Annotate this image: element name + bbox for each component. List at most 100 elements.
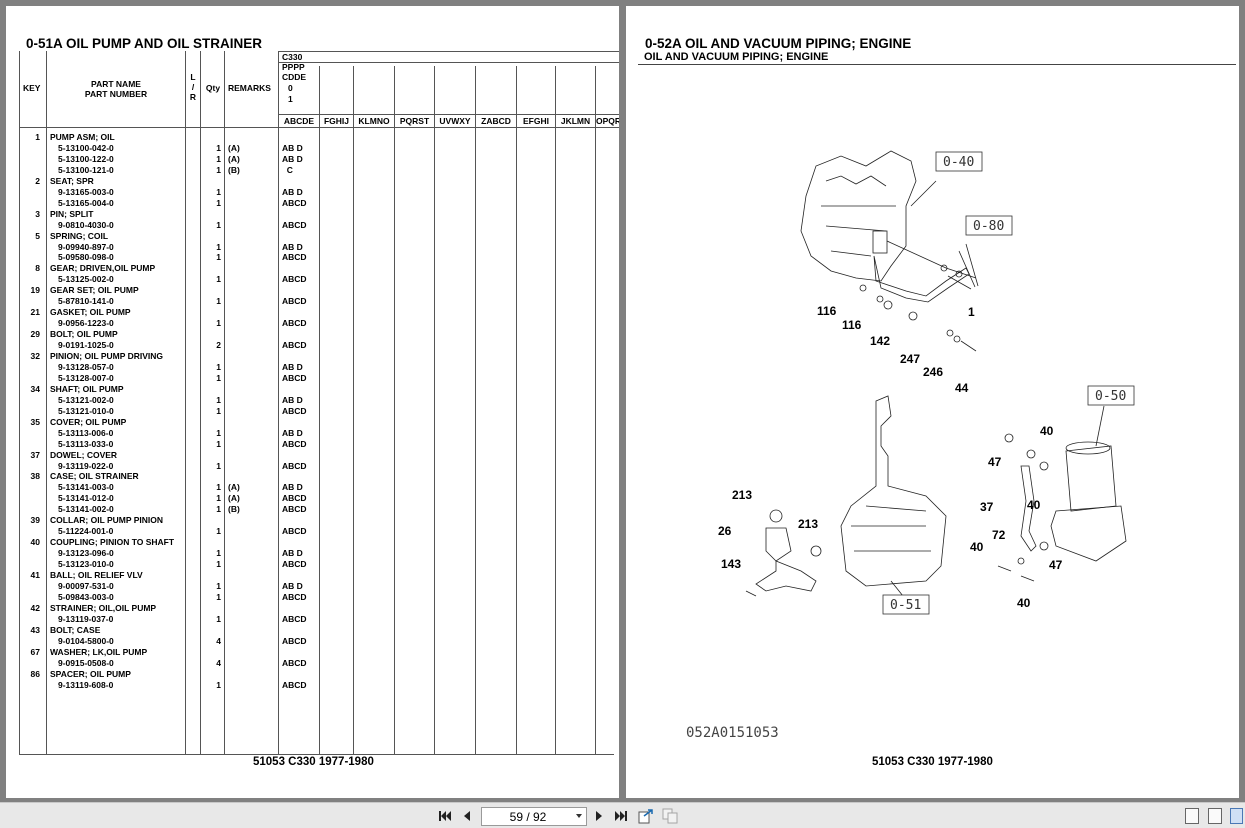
row-part-number: 9-0191-1025-0 bbox=[58, 340, 114, 351]
row-qty: 1 bbox=[216, 153, 221, 164]
row-part-number: 9-0104-5800-0 bbox=[58, 635, 114, 646]
ref-box-0-80: 0-80 bbox=[965, 215, 1013, 236]
row-part-name: COVER; OIL PUMP bbox=[50, 416, 127, 427]
row-qty: 1 bbox=[216, 438, 221, 449]
page-footer: 51053 C330 1977-1980 bbox=[872, 756, 993, 768]
row-key: 43 bbox=[30, 624, 40, 635]
row-part-name: DOWEL; COVER bbox=[50, 449, 118, 460]
row-key: 67 bbox=[30, 646, 40, 657]
callout-47b: 47 bbox=[1049, 558, 1063, 572]
row-applicability: ABCD bbox=[282, 318, 307, 329]
continuous-view-icon[interactable] bbox=[1208, 808, 1222, 824]
row-part-number: 5-13100-042-0 bbox=[58, 142, 114, 153]
page-title: 0-51A OIL PUMP AND OIL STRAINER bbox=[26, 36, 263, 51]
row-qty: 1 bbox=[216, 296, 221, 307]
header-qty: Qty bbox=[205, 83, 221, 93]
plug-213a bbox=[769, 509, 783, 523]
row-part-name: SEAT; SPR bbox=[50, 175, 94, 186]
row-key: 41 bbox=[30, 570, 40, 580]
row-qty: 1 bbox=[216, 142, 221, 153]
export-button[interactable] bbox=[637, 807, 655, 825]
oil-filter-base bbox=[1050, 505, 1127, 562]
washer-116a bbox=[859, 284, 867, 292]
oring-47a bbox=[1004, 433, 1014, 443]
row-applicability: AB D bbox=[282, 241, 303, 252]
header-col-8: OPQR bbox=[596, 116, 619, 126]
fitting-a bbox=[940, 264, 948, 272]
row-applicability: ABCD bbox=[282, 493, 307, 504]
row-part-number: 5-13128-007-0 bbox=[58, 372, 114, 383]
last-page-button[interactable] bbox=[612, 807, 630, 825]
row-qty: 1 bbox=[216, 164, 221, 175]
row-part-number: 9-09940-897-0 bbox=[58, 241, 114, 252]
row-qty: 1 bbox=[216, 493, 221, 504]
page-selector[interactable]: 59 / 92 bbox=[481, 807, 587, 826]
washer-246 bbox=[953, 335, 961, 343]
table-header-rule bbox=[19, 127, 619, 128]
row-qty: 1 bbox=[216, 613, 221, 624]
row-part-number: 5-13100-122-0 bbox=[58, 153, 114, 164]
row-key: 21 bbox=[30, 307, 40, 318]
pipe-143 bbox=[755, 560, 817, 592]
row-remarks: (A) bbox=[228, 493, 240, 504]
row-key: 3 bbox=[35, 208, 40, 219]
plug-body-26 bbox=[765, 527, 792, 562]
callout-246: 246 bbox=[923, 365, 943, 379]
header-col-2: KLMNO bbox=[358, 116, 390, 126]
row-qty: 1 bbox=[216, 197, 221, 208]
row-part-name: CASE; OIL STRAINER bbox=[50, 471, 139, 482]
row-qty: 1 bbox=[216, 482, 221, 493]
row-part-number: 5-13141-003-0 bbox=[58, 482, 114, 493]
row-qty: 1 bbox=[216, 274, 221, 285]
row-applicability: AB D bbox=[282, 580, 303, 591]
callout-40d: 40 bbox=[1017, 596, 1031, 610]
row-key: 2 bbox=[35, 175, 40, 186]
table-column-rule bbox=[185, 51, 186, 754]
row-part-name: WASHER; LK,OIL PUMP bbox=[50, 646, 148, 657]
engine-block-outline bbox=[800, 150, 917, 282]
table-code-rule bbox=[278, 114, 619, 115]
row-applicability: ABCD bbox=[282, 460, 307, 471]
callout-213a: 213 bbox=[732, 488, 752, 502]
ref-box-0-40: 0-40 bbox=[935, 151, 983, 172]
row-applicability: ABCD bbox=[282, 219, 307, 230]
header-col-0: ABCDE bbox=[283, 116, 315, 126]
callout-72: 72 bbox=[992, 528, 1006, 542]
row-part-number: 5-09843-003-0 bbox=[58, 591, 114, 602]
next-page-button[interactable] bbox=[590, 807, 608, 825]
row-applicability: ABCD bbox=[282, 559, 307, 570]
row-applicability: AB D bbox=[282, 482, 303, 493]
two-page-view-icon[interactable] bbox=[1230, 808, 1243, 824]
callout-44: 44 bbox=[955, 381, 969, 395]
table-column-rule bbox=[19, 51, 20, 754]
engine-block-detail bbox=[821, 175, 896, 257]
first-page-button[interactable] bbox=[436, 807, 454, 825]
row-part-number: 9-13119-037-0 bbox=[58, 613, 114, 624]
callout-143: 143 bbox=[721, 557, 741, 571]
right-page: 0-52A OIL AND VACUUM PIPING; ENGINE OIL … bbox=[626, 6, 1239, 798]
row-key: 42 bbox=[30, 602, 40, 613]
header-model-code4: 1 bbox=[288, 94, 293, 104]
bolt-142 bbox=[883, 300, 893, 310]
row-key: 8 bbox=[35, 263, 40, 274]
table-column-rule bbox=[224, 51, 225, 754]
row-part-name: GEAR SET; OIL PUMP bbox=[50, 285, 139, 296]
row-part-name: STRAINER; OIL,OIL PUMP bbox=[50, 602, 157, 613]
svg-text:0-40: 0-40 bbox=[943, 155, 974, 170]
row-remarks: (A) bbox=[228, 153, 240, 164]
prev-page-button[interactable] bbox=[458, 807, 476, 825]
row-applicability: ABCD bbox=[282, 657, 307, 668]
row-applicability: ABCD bbox=[282, 405, 307, 416]
table-top-rule bbox=[278, 51, 619, 52]
single-page-view-icon[interactable] bbox=[1185, 808, 1199, 824]
page-footer: 51053 C330 1977-1980 bbox=[253, 756, 374, 768]
table-bottom-rule bbox=[19, 754, 614, 755]
row-applicability: ABCD bbox=[282, 591, 307, 602]
callout-142: 142 bbox=[870, 334, 890, 348]
callout-37: 37 bbox=[980, 500, 994, 514]
header-key: KEY bbox=[23, 83, 41, 93]
row-part-name: GASKET; OIL PUMP bbox=[50, 307, 131, 318]
header-col-7: JKLMN bbox=[560, 116, 591, 126]
copy-button[interactable] bbox=[661, 807, 679, 825]
